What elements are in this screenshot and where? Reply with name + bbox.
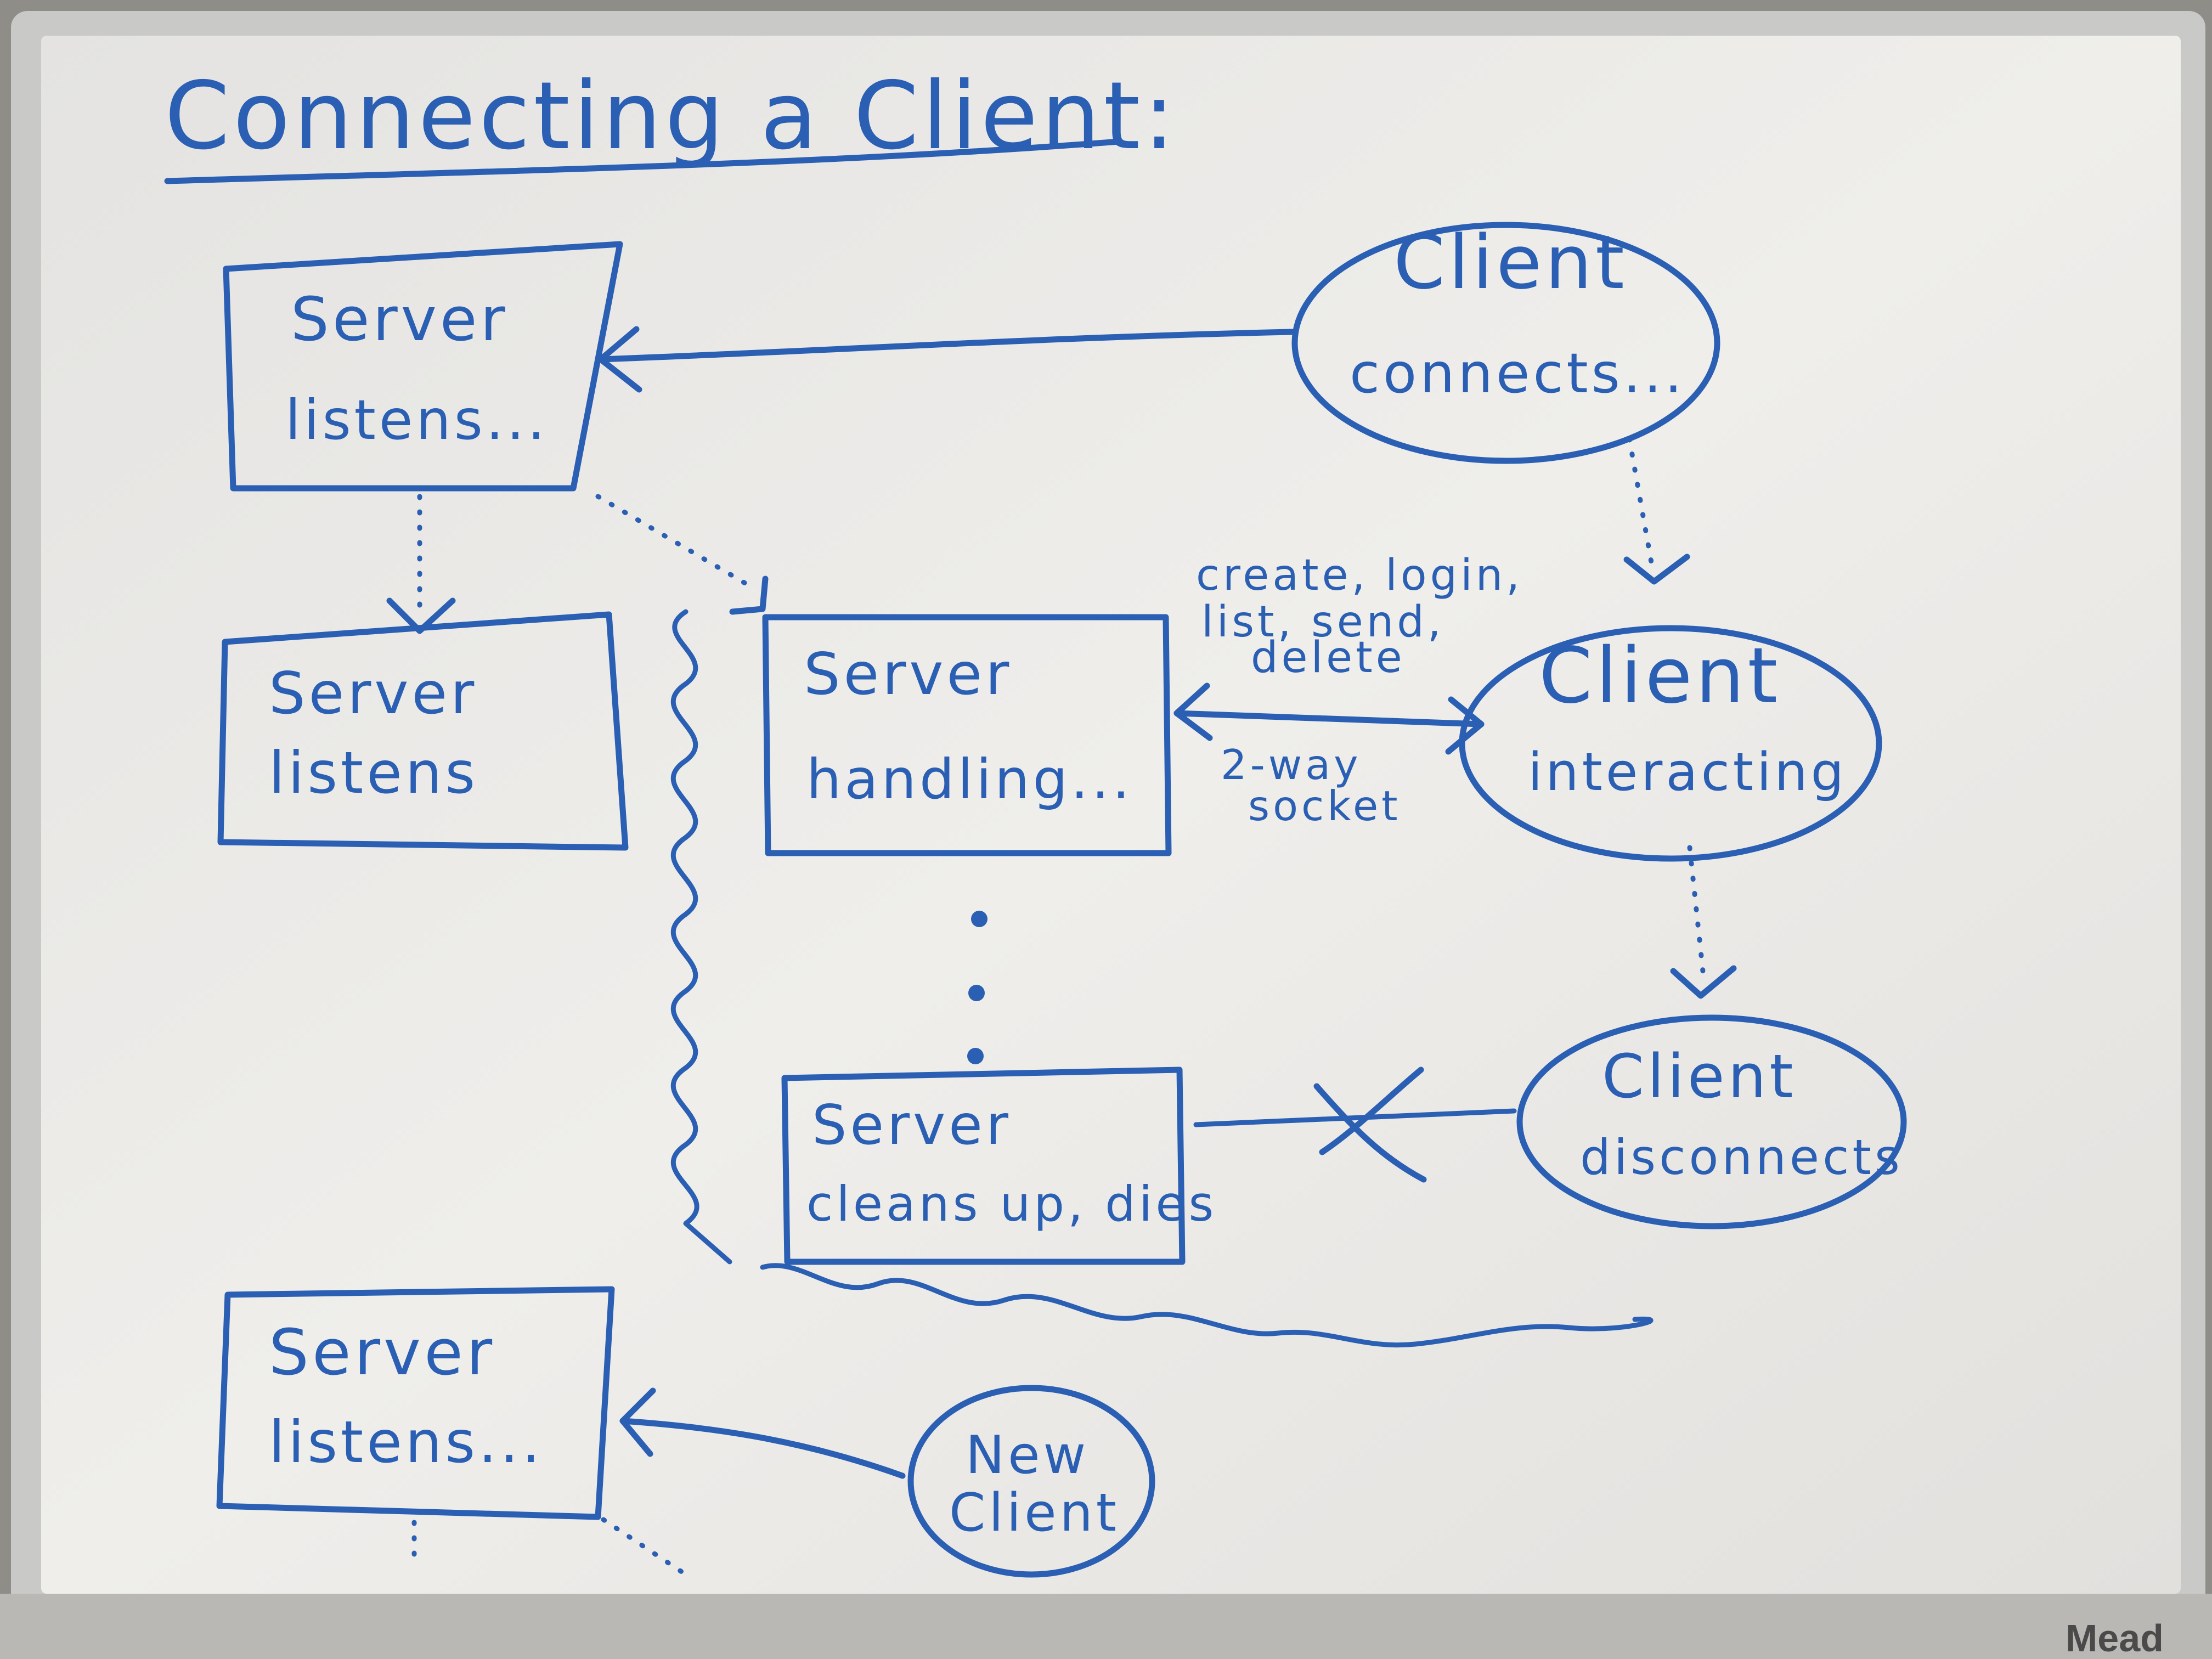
cross-mark-a <box>1313 1083 1427 1183</box>
commands-line2: list, send, <box>1201 597 1444 647</box>
socket-line1: 2-way <box>1221 741 1361 789</box>
edge-line <box>1687 845 1706 979</box>
title-underline <box>164 138 1122 184</box>
node-server-listens-3: Server listens... <box>216 1286 615 1520</box>
node-box <box>217 611 629 851</box>
arrow-head <box>729 575 769 615</box>
node-label-line1: Client <box>1602 1041 1796 1111</box>
edge-broken-connection <box>1193 1066 1517 1183</box>
node-label-line1: Server <box>269 660 477 727</box>
marker-tray <box>0 1594 2212 1659</box>
node-ellipse <box>907 1385 1155 1578</box>
node-client-connects: Client connects... <box>1291 219 1720 464</box>
node-label-line2: disconnects <box>1580 1129 1903 1186</box>
dot-3 <box>967 1048 984 1064</box>
edge-line <box>1627 436 1654 565</box>
node-client-interacting: Client interacting <box>1459 625 1882 862</box>
edge-line <box>595 494 754 590</box>
arrow-head <box>619 1387 656 1457</box>
node-label-line1: Server <box>812 1093 1012 1157</box>
arrow-head <box>1623 554 1690 585</box>
node-label-line2: interacting <box>1528 742 1847 803</box>
node-label-line2: Client <box>949 1483 1120 1543</box>
node-label-line2: listens... <box>269 1409 543 1476</box>
node-server-cleanup: Server cleans up, dies <box>781 1066 1217 1265</box>
board-surface <box>41 36 2181 1594</box>
edge-line <box>1173 710 1485 727</box>
node-label-line1: Server <box>269 1316 495 1390</box>
node-label-line1: Client <box>1393 219 1628 306</box>
thread-separator-horizontal <box>760 1263 1654 1348</box>
node-client-disconnects: Client disconnects <box>1516 1014 1907 1229</box>
node-label-line1: New <box>966 1425 1089 1486</box>
dot-2 <box>968 985 985 1001</box>
dot-1 <box>971 911 988 927</box>
commands-line1: create, login, <box>1196 551 1523 600</box>
arrow-head <box>1670 965 1737 999</box>
node-label-line1: Server <box>291 284 509 354</box>
node-label-line2: listens... <box>285 388 548 452</box>
page-title: Connecting a Client: <box>165 62 1178 171</box>
socket-line2: socket <box>1248 782 1401 830</box>
node-box <box>223 241 623 492</box>
edge-newclient-to-listen <box>619 1387 906 1479</box>
arrow-head <box>597 326 642 393</box>
node-ellipse <box>1459 625 1882 862</box>
edge-line <box>1193 1108 1517 1127</box>
commands-line3: delete <box>1251 633 1406 682</box>
node-label-line2: listens <box>269 740 478 806</box>
trailing-dotted-diagonal <box>601 1517 689 1577</box>
edge-line <box>597 329 1295 363</box>
edge-two-way-socket: 2-way socket <box>1173 682 1485 830</box>
node-ellipse <box>1291 222 1720 464</box>
thread-separator-vertical <box>670 609 732 1265</box>
commands-label: create, login, list, send, delete <box>1196 551 1523 682</box>
edge-connect-to-listen <box>597 326 1295 393</box>
ellipsis-dots <box>967 911 988 1064</box>
node-box <box>216 1286 615 1520</box>
edge-connects-to-interacting <box>1623 436 1690 585</box>
edge-interacting-to-disconnects <box>1670 845 1737 999</box>
node-label-line2: connects... <box>1350 341 1685 405</box>
node-box <box>762 614 1172 856</box>
brand-logo: Mead <box>2066 1617 2164 1659</box>
node-server-listens-2: Server listens <box>217 611 629 851</box>
node-server-handling: Server handling... <box>762 614 1172 856</box>
node-new-client: New Client <box>907 1385 1155 1578</box>
cross-mark-b <box>1319 1066 1424 1155</box>
edge-listen-to-handling <box>595 494 769 615</box>
node-server-listens-1: Server listens... <box>223 241 623 492</box>
arrow-head-left <box>1173 682 1213 741</box>
node-label-line2: handling... <box>806 747 1133 811</box>
node-ellipse <box>1516 1014 1907 1229</box>
node-label-line1: Server <box>804 641 1012 708</box>
node-label-line1: Client <box>1539 631 1781 721</box>
node-box <box>781 1066 1186 1265</box>
edge-line <box>619 1418 906 1479</box>
node-label-line2: cleans up, dies <box>806 1176 1217 1232</box>
